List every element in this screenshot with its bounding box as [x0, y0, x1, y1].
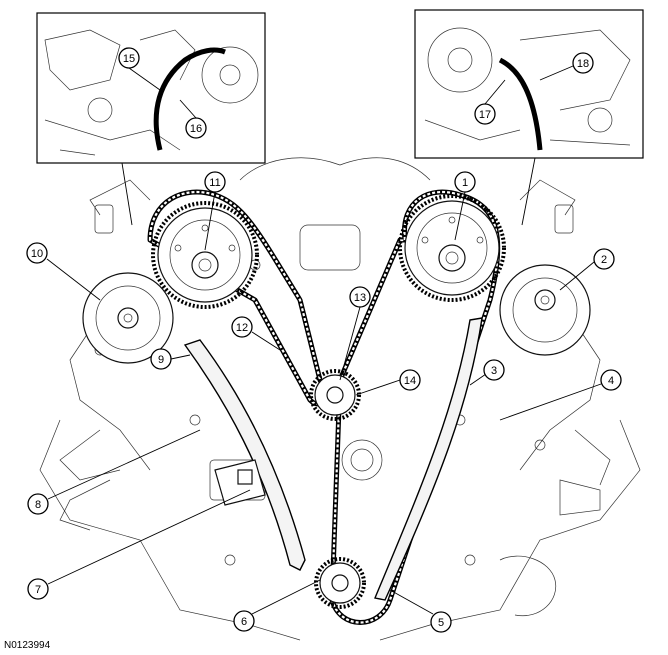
callout-circle [233, 610, 255, 632]
callout-number: 4 [608, 375, 614, 387]
callout-number: 12 [236, 322, 248, 334]
callout-number: 2 [601, 254, 607, 266]
callout-number: 1 [462, 177, 468, 189]
callout-circle [185, 117, 207, 139]
inset-right [414, 9, 644, 159]
callout-number: 16 [190, 123, 202, 135]
callout-16: 16 [185, 117, 207, 139]
left-exhaust-sprocket [82, 272, 174, 364]
callout-circle [150, 348, 172, 370]
callout-circle [483, 359, 505, 381]
callout-number: 9 [158, 354, 164, 366]
callout-circle [118, 47, 140, 69]
callout-number: 15 [123, 53, 135, 65]
callout-number: 11 [209, 177, 220, 189]
callout-number: 6 [241, 616, 247, 628]
callout-number: 14 [404, 375, 416, 387]
callout-circle [474, 103, 496, 125]
callout-5: 5 [430, 611, 452, 633]
callout-number: 7 [35, 584, 41, 596]
callout-number: 8 [35, 499, 41, 511]
inset-left [36, 12, 266, 164]
callout-1: 1 [454, 171, 476, 193]
callout-7: 7 [27, 578, 49, 600]
callout-6: 6 [233, 610, 255, 632]
right-camshaft-sprocket [398, 194, 506, 302]
callout-number: 13 [354, 292, 366, 304]
callout-number: 17 [479, 109, 491, 121]
right-chain-guide [374, 317, 483, 601]
callout-4: 4 [600, 369, 622, 391]
callout-circle [600, 369, 622, 391]
callout-15: 15 [118, 47, 140, 69]
callout-circle [349, 286, 371, 308]
callout-18: 18 [572, 52, 594, 74]
callout-circle [27, 493, 49, 515]
callout-circle [204, 171, 226, 193]
callout-10: 10 [26, 242, 48, 264]
left-camshaft-sprocket [151, 201, 259, 309]
callout-circle [231, 316, 253, 338]
callout-circle [399, 369, 421, 391]
callout-circle [430, 611, 452, 633]
callout-circle [27, 578, 49, 600]
callout-circle [593, 248, 615, 270]
callout-number: 5 [438, 617, 444, 629]
chain-tensioner [214, 459, 266, 506]
figure-code: N0123994 [4, 640, 51, 651]
callout-number: 3 [491, 365, 497, 377]
callout-2: 2 [593, 248, 615, 270]
right-exhaust-sprocket [499, 264, 591, 356]
callout-9: 9 [150, 348, 172, 370]
callout-11: 11 [204, 171, 226, 193]
callout-8: 8 [27, 493, 49, 515]
leader-lines [46, 65, 602, 615]
left-chain-guide [183, 339, 306, 571]
callout-circle [572, 52, 594, 74]
callout-12: 12 [231, 316, 253, 338]
callout-number: 18 [577, 58, 589, 70]
callout-14: 14 [399, 369, 421, 391]
callout-17: 17 [474, 103, 496, 125]
callout-3: 3 [483, 359, 505, 381]
callout-circle [26, 242, 48, 264]
callout-13: 13 [349, 286, 371, 308]
callout-circle [454, 171, 476, 193]
idler-sprocket [309, 369, 361, 421]
crankshaft-sprocket [314, 557, 366, 609]
callout-number: 10 [31, 248, 43, 260]
